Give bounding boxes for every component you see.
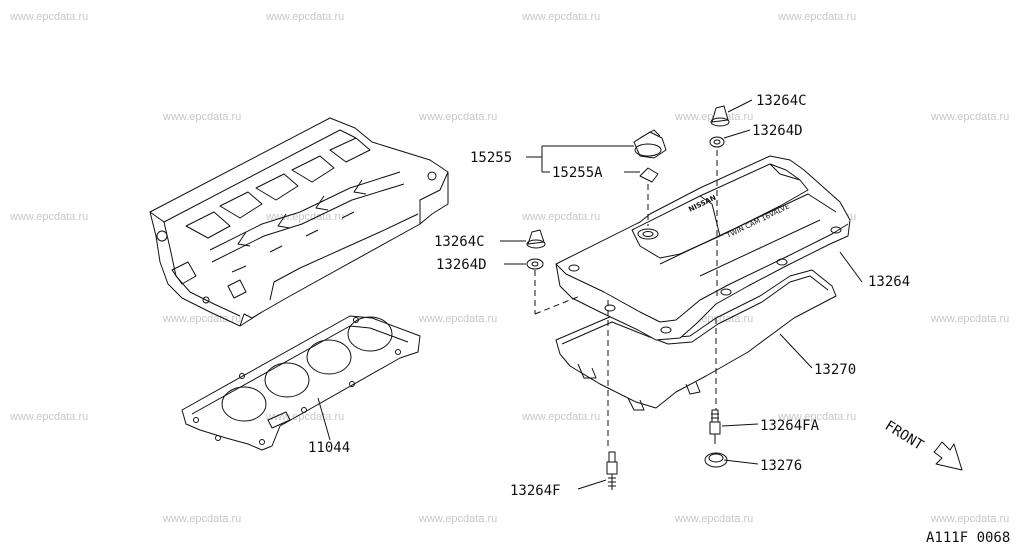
- leader-lines: [317, 99, 863, 490]
- watermark: www.epcdata.ru: [930, 313, 1009, 325]
- part-label-13264d-top: 13264D: [752, 123, 803, 139]
- part-label-13264: 13264: [868, 274, 910, 290]
- watermark: www.epcdata.ru: [162, 513, 241, 525]
- watermark: www.epcdata.ru: [674, 513, 753, 525]
- watermark: www.epcdata.ru: [930, 513, 1009, 525]
- cylinder-head-drawing: [149, 117, 449, 327]
- grommet-left-drawing: [526, 229, 546, 249]
- assembly-lines: [534, 150, 718, 448]
- oil-filler-seal-drawing: [639, 167, 659, 183]
- part-label-15255: 15255: [470, 150, 512, 166]
- watermark: www.epcdata.ru: [418, 313, 497, 325]
- head-gasket-drawing: [181, 315, 421, 451]
- part-label-11044: 11044: [308, 440, 350, 456]
- part-label-13264c-left: 13264C: [434, 234, 485, 250]
- watermark: www.epcdata.ru: [162, 313, 241, 325]
- rocker-cover-drawing: NISSAN TWIN CAM 16VALVE: [555, 155, 851, 341]
- oil-filler-cap-drawing: [633, 129, 667, 159]
- watermark: www.epcdata.ru: [265, 211, 344, 223]
- watermark: www.epcdata.ru: [521, 11, 600, 23]
- watermark: www.epcdata.ru: [9, 11, 88, 23]
- part-label-13264c-top: 13264C: [756, 93, 807, 109]
- watermark: www.epcdata.ru: [777, 411, 856, 423]
- front-label: FRONT: [882, 418, 927, 454]
- part-label-15255a: 15255A: [552, 165, 603, 181]
- grommet-top-drawing: [710, 105, 730, 127]
- watermark: www.epcdata.ru: [777, 11, 856, 23]
- part-label-13276: 13276: [760, 458, 802, 474]
- watermark: www.epcdata.ru: [521, 411, 600, 423]
- part-label-13264fa: 13264FA: [760, 418, 820, 434]
- stud-bolt-13264fa-drawing: [709, 409, 721, 444]
- watermark: www.epcdata.ru: [9, 211, 88, 223]
- watermark: www.epcdata.ru: [521, 211, 600, 223]
- seal-13276-drawing: [704, 452, 728, 468]
- watermark: www.epcdata.ru: [418, 513, 497, 525]
- stud-bolt-13264f-drawing: [606, 451, 618, 490]
- part-label-13264d-left: 13264D: [436, 257, 487, 273]
- watermark: www.epcdata.ru: [265, 11, 344, 23]
- front-direction-indicator: FRONT: [882, 418, 963, 471]
- watermark: www.epcdata.ru: [162, 111, 241, 123]
- washer-top-drawing: [709, 136, 725, 148]
- front-arrow-icon: [933, 441, 963, 471]
- watermark: www.epcdata.ru: [9, 411, 88, 423]
- part-label-13270: 13270: [814, 362, 856, 378]
- watermark: www.epcdata.ru: [418, 111, 497, 123]
- washer-left-drawing: [526, 258, 544, 270]
- part-labels: 13264C 13264D 15255 15255A 13264C 13264D…: [308, 93, 910, 499]
- diagram-code: A111F 0068: [926, 530, 1010, 546]
- watermark: www.epcdata.ru: [930, 111, 1009, 123]
- watermark-layer: www.epcdata.ru www.epcdata.ru www.epcdat…: [9, 11, 1009, 525]
- part-label-13264f: 13264F: [510, 483, 561, 499]
